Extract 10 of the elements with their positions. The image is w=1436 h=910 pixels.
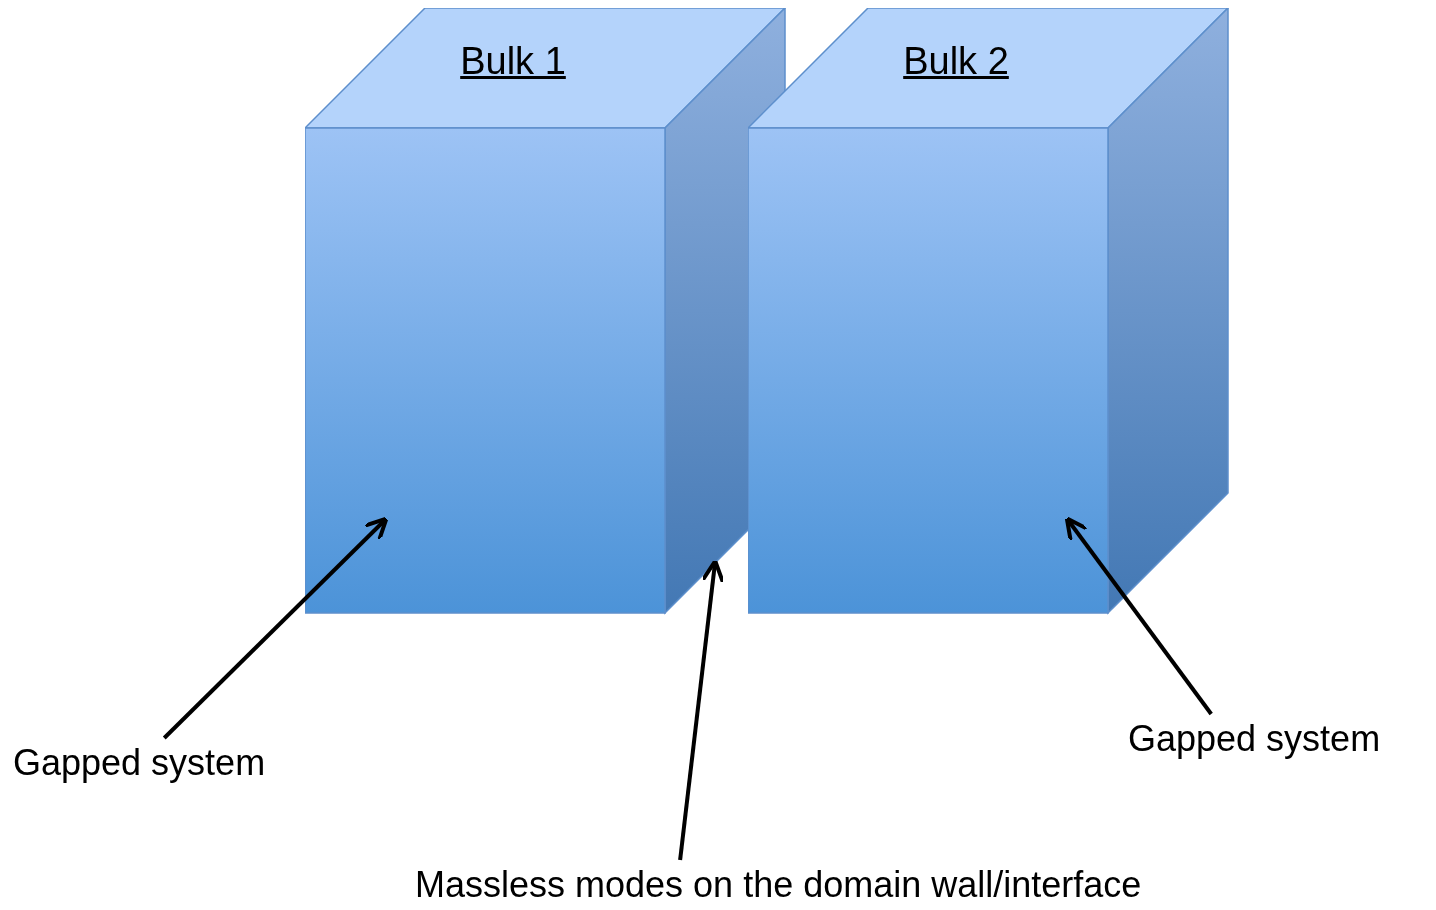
cube-drawing	[748, 8, 1229, 615]
leader-arrow	[162, 516, 389, 740]
annotation-text: Gapped system	[13, 742, 266, 784]
cube-title: Bulk 1	[460, 40, 566, 83]
annotation-text: Massless modes on the domain wall/interface	[415, 864, 1142, 906]
cube-title: Bulk 2	[903, 40, 1009, 83]
annotation-text: Gapped system	[1128, 718, 1381, 760]
leader-arrow	[678, 559, 725, 861]
cube-drawing	[305, 8, 786, 615]
leader-arrow	[1064, 516, 1213, 716]
